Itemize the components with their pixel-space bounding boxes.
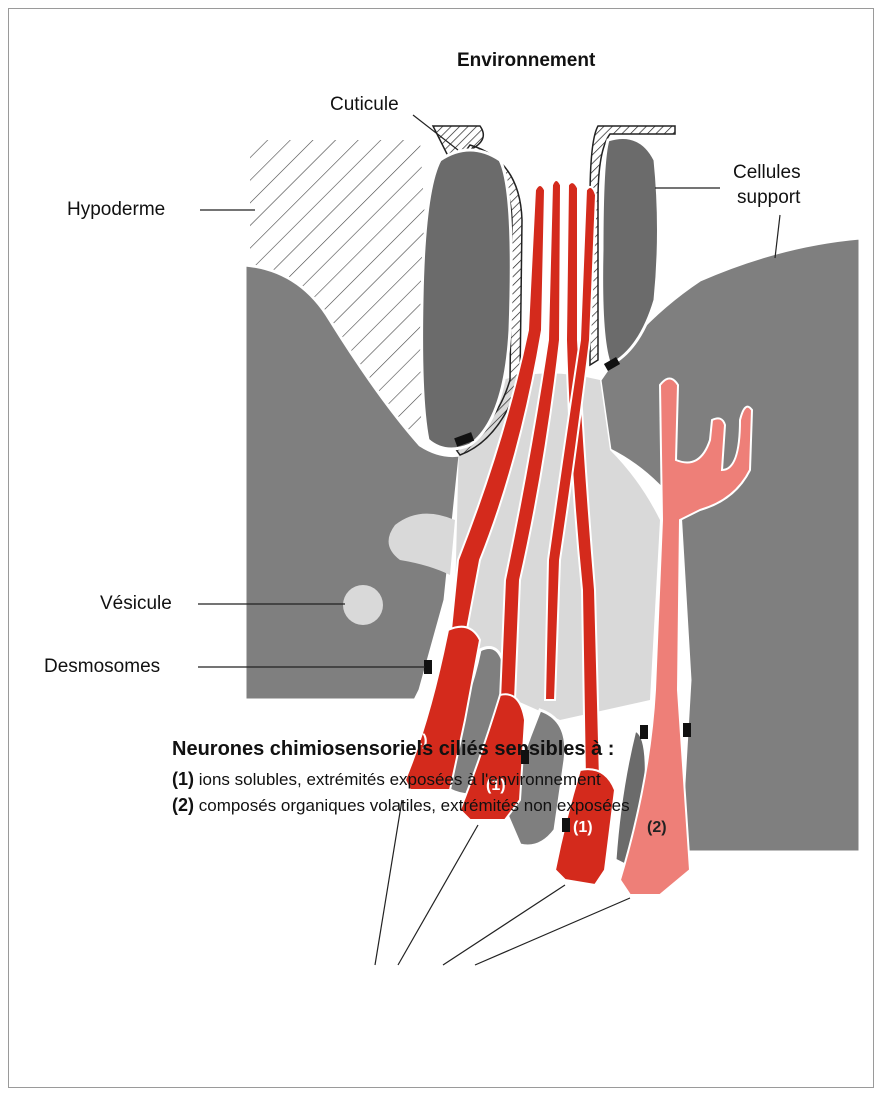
- desmosome: [683, 723, 691, 737]
- desmosome: [562, 818, 570, 832]
- legend-item-1: (1) ions solubles, extrémités exposées à…: [172, 769, 601, 790]
- desmosome: [640, 725, 648, 739]
- support-cell-left: [422, 150, 512, 449]
- label-cuticule: Cuticule: [330, 94, 399, 116]
- legend-marker-1: (1): [172, 769, 194, 789]
- legend-title: Neurones chimiosensoriels ciliés sensibl…: [172, 738, 614, 761]
- marker-type2: (2): [647, 819, 667, 836]
- label-vesicule: Vésicule: [100, 593, 172, 615]
- label-support: support: [737, 187, 800, 209]
- vesicle: [343, 585, 383, 625]
- label-hypoderme: Hypoderme: [67, 199, 165, 221]
- desmosome: [424, 660, 432, 674]
- pointer-line: [375, 800, 402, 965]
- legend-text-2: composés organiques volatiles, extrémité…: [199, 796, 630, 815]
- pointer-line: [475, 898, 630, 965]
- legend-marker-2: (2): [172, 795, 194, 815]
- label-desmosomes: Desmosomes: [44, 656, 160, 678]
- legend-item-2: (2) composés organiques volatiles, extré…: [172, 795, 630, 816]
- pointer-line: [398, 825, 478, 965]
- label-cellules: Cellules: [733, 162, 801, 184]
- title-environnement: Environnement: [457, 50, 595, 72]
- legend-text-1: ions solubles, extrémités exposées à l'e…: [199, 770, 601, 789]
- marker-type1: (1): [573, 819, 593, 836]
